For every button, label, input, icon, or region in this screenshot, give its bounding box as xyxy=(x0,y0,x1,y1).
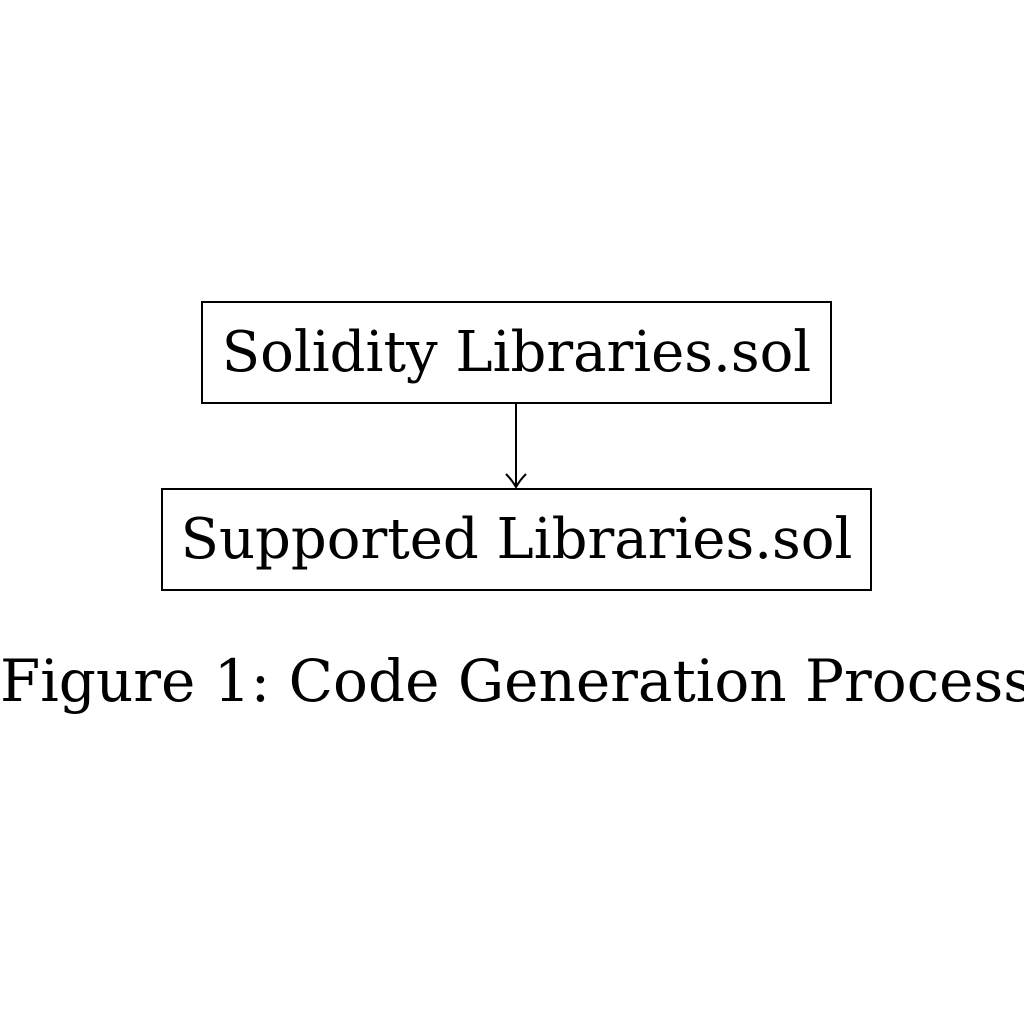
node-label: Solidity Libraries.sol xyxy=(221,319,812,385)
node-supported-libraries: Supported Libraries.sol xyxy=(161,488,872,591)
figure-caption: Figure 1: Code Generation Process xyxy=(0,647,1024,715)
arrowhead-icon xyxy=(505,473,527,490)
node-solidity-libraries: Solidity Libraries.sol xyxy=(201,301,832,404)
node-label: Supported Libraries.sol xyxy=(180,506,853,572)
